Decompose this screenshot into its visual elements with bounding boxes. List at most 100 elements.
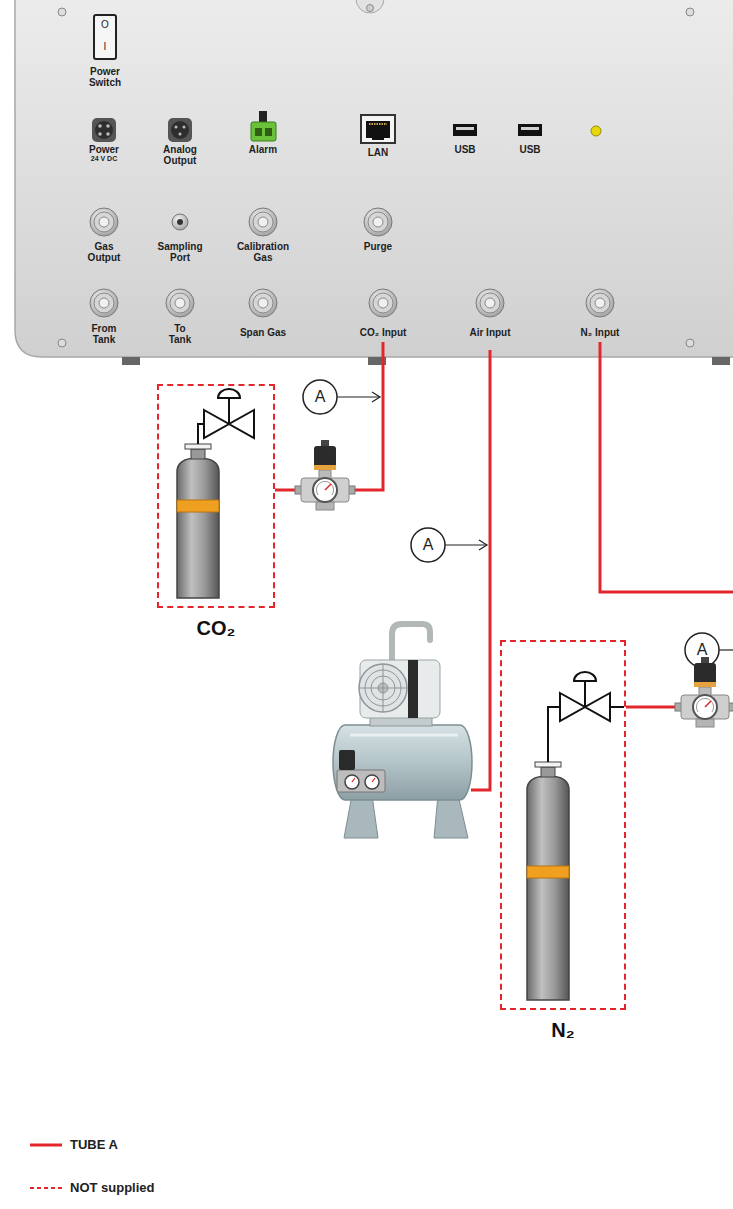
gauge-needle bbox=[352, 778, 355, 782]
screw bbox=[367, 5, 374, 12]
motor-fan bbox=[359, 664, 407, 712]
valve-pipe bbox=[548, 707, 560, 762]
port-label: Gas Output bbox=[81, 241, 127, 263]
valve-handle bbox=[218, 389, 240, 398]
connector-pin bbox=[98, 132, 102, 136]
power-connector bbox=[95, 121, 113, 139]
tube-fitting bbox=[485, 298, 495, 308]
callout-leader bbox=[445, 544, 487, 545]
analog-connector bbox=[171, 121, 189, 139]
power-switch bbox=[94, 15, 116, 59]
lan-port bbox=[366, 121, 390, 138]
valve-pipe bbox=[198, 424, 204, 444]
connector-pin bbox=[98, 124, 102, 128]
legend-text: NOT supplied bbox=[70, 1180, 155, 1196]
device-panel bbox=[15, 0, 733, 357]
input-port: N₂ Input bbox=[560, 290, 640, 342]
screw bbox=[58, 339, 66, 347]
callout-letter: A bbox=[692, 640, 712, 660]
status-led bbox=[591, 126, 601, 136]
port-label: Alarm bbox=[233, 144, 293, 155]
connector-pin bbox=[175, 126, 178, 129]
callout-circle bbox=[411, 528, 445, 562]
compressor-manifold bbox=[337, 770, 385, 792]
input-port: CO₂ Input bbox=[343, 290, 423, 342]
tube-fitting bbox=[258, 298, 268, 308]
valve-symbol bbox=[560, 693, 585, 721]
callout-leader bbox=[337, 396, 380, 397]
cylinder-group: N₂ bbox=[500, 640, 626, 1010]
compressor-motor bbox=[360, 660, 440, 718]
screw bbox=[58, 8, 66, 16]
tube-fitting bbox=[369, 289, 397, 317]
tube-fitting bbox=[480, 293, 500, 313]
callout-arrow bbox=[479, 540, 487, 550]
tube-fitting bbox=[364, 208, 392, 236]
lan-port bbox=[372, 136, 384, 140]
tank-highlight bbox=[350, 734, 458, 737]
cylinder-label: N₂ bbox=[482, 1018, 644, 1042]
port-label: Analog Output bbox=[154, 144, 206, 166]
port-label: To Tank bbox=[164, 323, 196, 345]
tube-fitting bbox=[258, 217, 268, 227]
tube-connector bbox=[600, 342, 733, 707]
cylinder-neck bbox=[191, 449, 205, 459]
port-label: From Tank bbox=[81, 323, 127, 345]
tube-fitting bbox=[170, 293, 190, 313]
solenoid-stripe bbox=[314, 465, 336, 470]
tube-fitting bbox=[90, 289, 118, 317]
tube-fitting bbox=[249, 289, 277, 317]
tube-fitting bbox=[249, 208, 277, 236]
legend-sample-dashed bbox=[30, 1187, 64, 1189]
alarm-terminal bbox=[259, 111, 267, 122]
tube-fitting bbox=[253, 293, 273, 313]
screw bbox=[686, 339, 694, 347]
motor-fan bbox=[383, 664, 384, 712]
valve-pipe bbox=[610, 706, 624, 708]
solenoid bbox=[694, 663, 716, 687]
port-label: 24 V DC bbox=[74, 155, 134, 163]
cylinder-cap bbox=[185, 444, 211, 449]
legend-text: TUBE A bbox=[70, 1137, 118, 1153]
tube-fitting bbox=[373, 293, 393, 313]
tube-fitting bbox=[166, 289, 194, 317]
port-label: N₂ Input bbox=[560, 327, 640, 338]
panel-foot bbox=[712, 357, 730, 365]
usb-port bbox=[453, 124, 477, 136]
callout-leader bbox=[719, 649, 733, 650]
lan-port bbox=[361, 115, 395, 143]
callout-letter: A bbox=[418, 535, 438, 555]
port-label: Power bbox=[74, 144, 134, 155]
port-label: Sampling Port bbox=[152, 241, 208, 263]
cylinder-band bbox=[527, 866, 569, 878]
tube-fitting bbox=[94, 212, 114, 232]
sampling-port bbox=[172, 214, 188, 230]
port-label: Span Gas bbox=[223, 327, 303, 338]
tube-fitting bbox=[476, 289, 504, 317]
callout-arrow bbox=[372, 392, 380, 402]
solenoid bbox=[314, 446, 336, 470]
solenoid-top bbox=[321, 440, 329, 447]
usb-port bbox=[456, 127, 474, 130]
callout-letter: A bbox=[310, 387, 330, 407]
cylinder-group: CO₂ bbox=[157, 384, 275, 608]
regulator-body bbox=[681, 695, 729, 719]
compressor-foot bbox=[434, 795, 468, 838]
panel-tab bbox=[356, 0, 384, 13]
compressor-gauge bbox=[345, 775, 359, 789]
air-compressor bbox=[333, 624, 472, 838]
compressor-gauge bbox=[365, 775, 379, 789]
cylinder-label: CO₂ bbox=[139, 616, 293, 640]
callout-circle bbox=[685, 633, 719, 667]
tube-fitting bbox=[590, 293, 610, 313]
port-label: USB bbox=[435, 144, 495, 155]
solenoid-top bbox=[701, 657, 709, 664]
panel-foot bbox=[122, 357, 140, 365]
cylinder-cap bbox=[535, 762, 561, 767]
illustration-parts bbox=[90, 208, 624, 1000]
usb-port bbox=[518, 124, 542, 136]
valve-symbol bbox=[204, 410, 229, 438]
cylinder-neck bbox=[541, 767, 555, 777]
valve-stem bbox=[228, 398, 230, 424]
